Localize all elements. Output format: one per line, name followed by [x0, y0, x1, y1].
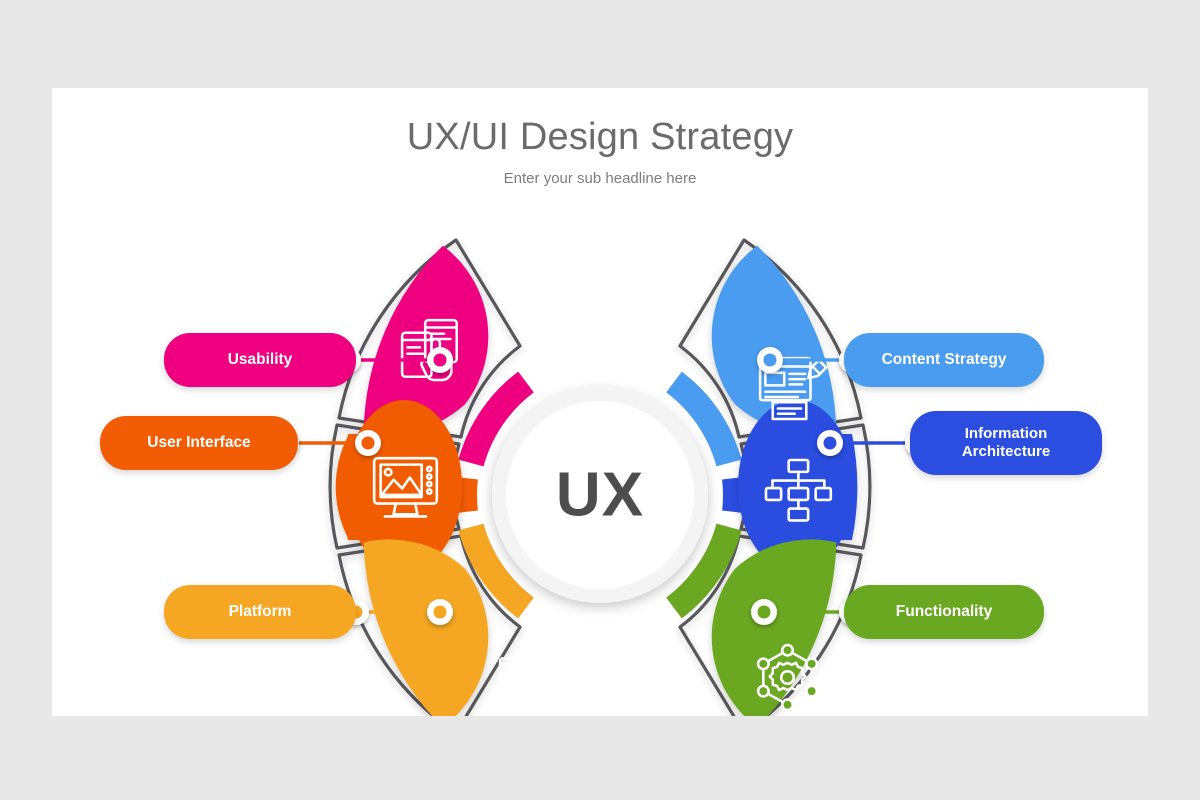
label-pill-platform[interactable]: Platform	[164, 585, 356, 639]
label-pill-user-interface[interactable]: User Interface	[100, 416, 298, 470]
ring-arc-platform	[458, 523, 535, 619]
wedge-outline-usability	[337, 238, 522, 439]
ring-arc-user-interface	[451, 476, 478, 514]
label-pill-content-strategy[interactable]: Content Strategy	[844, 333, 1044, 387]
petal-content-strategy	[711, 245, 837, 434]
label-text-platform: Platform	[228, 602, 292, 620]
connector-dot-user-interface-node-inner	[361, 436, 375, 450]
label-pill-usability[interactable]: Usability	[164, 333, 356, 387]
petal-functionality	[711, 539, 837, 716]
gear-network-icon	[756, 643, 819, 712]
wedge-outline-functionality	[678, 534, 863, 716]
infographic-diagram	[52, 88, 1148, 716]
label-pill-functionality[interactable]: Functionality	[844, 585, 1044, 639]
connector-dot-platform-node-inner	[433, 605, 447, 619]
sitemap-tree-icon	[764, 458, 833, 522]
monitor-image-icon	[372, 456, 439, 518]
page-subtitle: Enter your sub headline here	[503, 170, 697, 187]
ring-arc-content-strategy	[665, 371, 742, 467]
wedge-outline-content-strategy	[678, 238, 863, 439]
ring-arc-usability	[458, 371, 535, 467]
label-pill-information-architecture[interactable]: Information Architecture	[910, 411, 1102, 475]
label-text-information-architecture-line2: Architecture	[961, 443, 1051, 460]
ring-arc-information-architecture	[722, 476, 749, 514]
petal-platform	[363, 539, 489, 716]
center-inner-circle	[506, 401, 694, 589]
connector-dot-usability-node-inner	[433, 353, 447, 367]
label-text-user-interface: User Interface	[147, 433, 251, 451]
mobile-touch-icon	[400, 318, 458, 382]
label-text-information-architecture-line1: Information	[964, 425, 1048, 443]
multi-device-icon	[498, 639, 567, 699]
ring-arc-functionality	[665, 523, 742, 619]
slide-canvas: UX/UI Design Strategy Enter your sub hea…	[52, 88, 1148, 716]
connector-dot-content-strategy-node-inner	[763, 353, 777, 367]
page-title: UX/UI Design Strategy	[406, 116, 794, 158]
connector-dot-functionality-node-inner	[757, 605, 771, 619]
label-text-functionality: Functionality	[895, 602, 993, 620]
connector-dot-information-architecture-node-inner	[823, 436, 837, 450]
label-text-content-strategy: Content Strategy	[881, 350, 1007, 368]
label-text-usability: Usability	[227, 350, 293, 368]
